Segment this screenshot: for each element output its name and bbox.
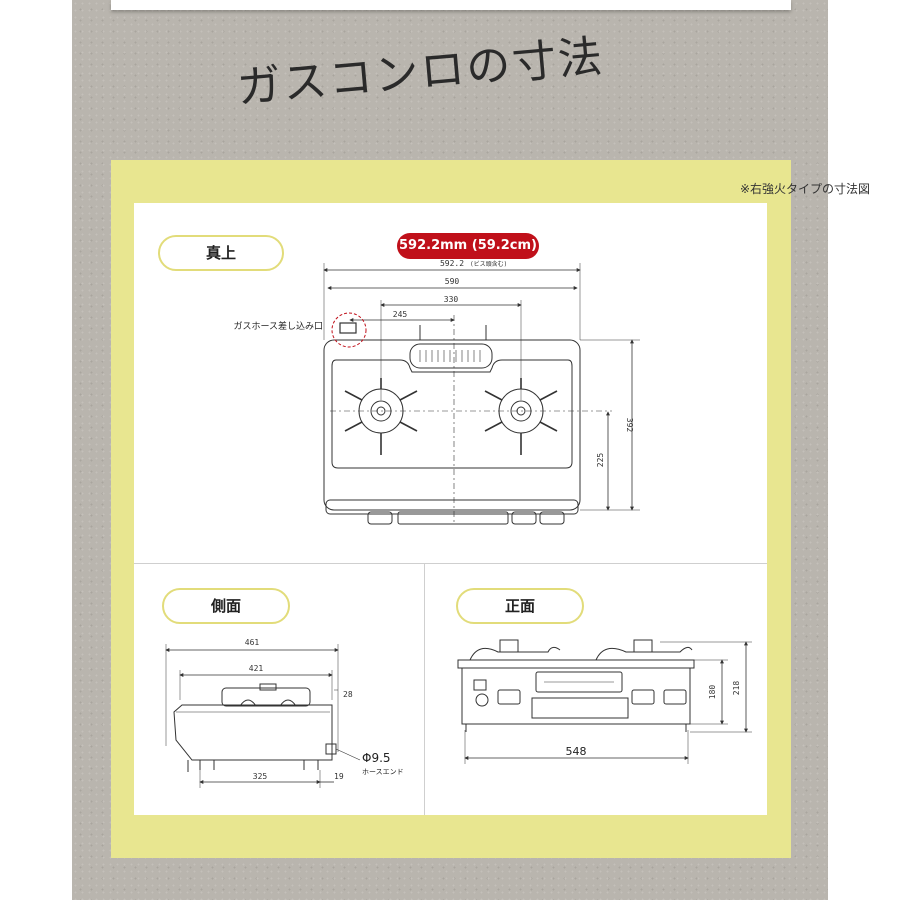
dim-front-total-height: 218: [732, 681, 741, 696]
dim-width: 590: [445, 277, 460, 286]
top-view-drawing: [323, 263, 640, 525]
top-view-label: 真上: [158, 235, 284, 271]
dim-side-body: 421: [249, 664, 264, 673]
type-note: ※右強火タイプの寸法図: [739, 182, 870, 196]
dim-overall-width: 592.2: [440, 259, 464, 268]
dim-hose-offset: 19: [334, 772, 344, 781]
dim-front-width: 548: [566, 745, 587, 758]
width-highlight-badge: 592.2mm (59.2cm): [397, 233, 539, 259]
front-view-drawing: [457, 639, 752, 764]
dim-side-feet: 325: [253, 772, 268, 781]
dim-center-depth: 225: [596, 453, 605, 468]
front-view-dimension-labels: 548 180 218: [566, 681, 742, 758]
dim-left-offset: 245: [393, 310, 408, 319]
front-view-label: 正面: [456, 588, 584, 624]
dim-center-spacing: 330: [444, 295, 459, 304]
vertical-divider: [424, 563, 425, 815]
side-view-dimension-labels: 461 421 28 325 19 Φ9.5 ホースエンド: [245, 638, 404, 781]
hose-end-label: ホースエンド: [362, 768, 404, 776]
side-view-drawing: [165, 644, 361, 788]
top-card-edge: [111, 0, 791, 10]
dim-overall-note: (ビス頭含む): [470, 260, 507, 268]
side-view-label: 側面: [162, 588, 290, 624]
dim-side-overall: 461: [245, 638, 260, 647]
dim-front-body-height: 180: [708, 685, 717, 700]
gas-inlet-label: ガスホース差し込み口: [233, 320, 323, 332]
dim-side-top: 28: [343, 690, 353, 699]
top-view-dimension-labels: 592.2 (ビス頭含む) 590 330 245 392 225 ガスホース差…: [233, 259, 634, 467]
dim-depth: 392: [625, 418, 634, 433]
horizontal-divider: [134, 563, 767, 564]
hose-diameter-label: Φ9.5: [362, 751, 391, 765]
